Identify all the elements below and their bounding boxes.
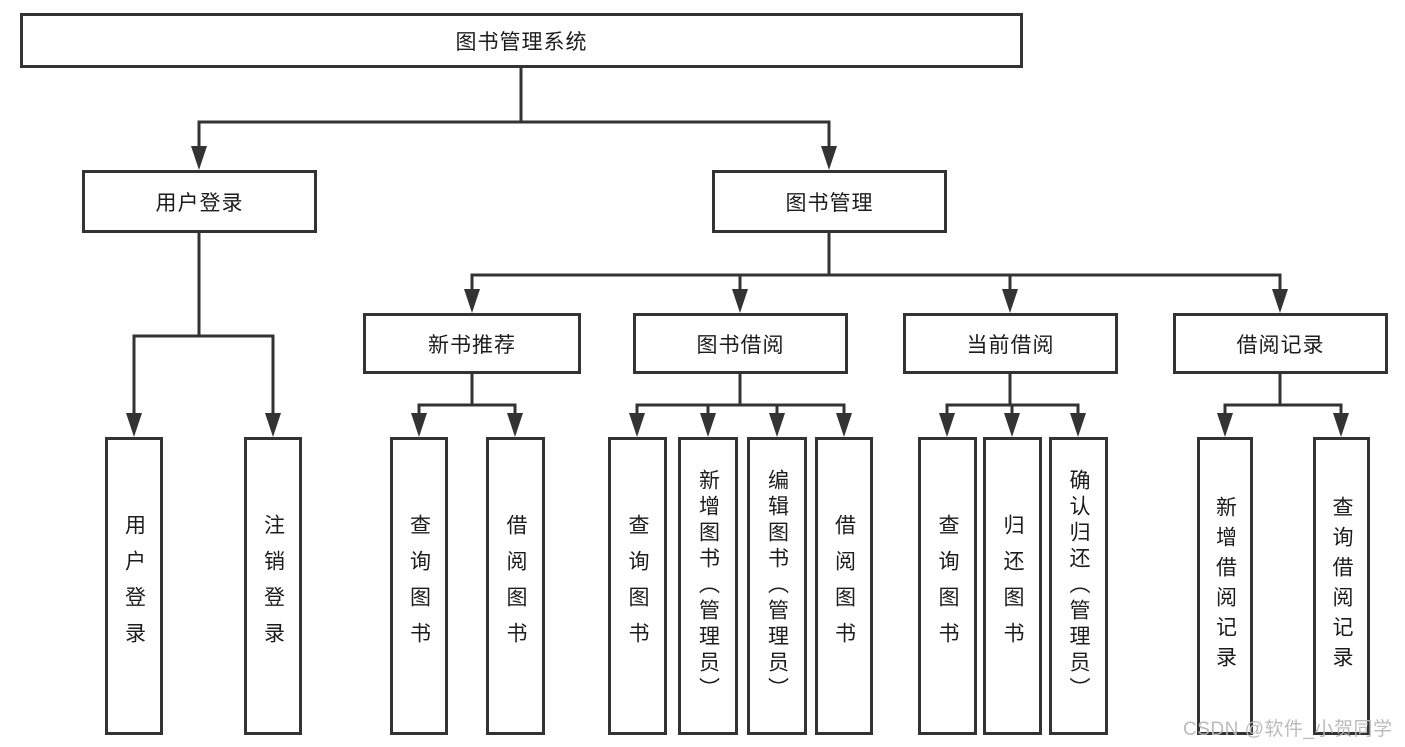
leaf-add-book-admin: 新增图书（管理员） <box>678 437 738 735</box>
leaf-query-book-borrow: 查询图书 <box>608 437 667 735</box>
node-book-management: 图书管理 <box>712 170 947 233</box>
arrowheads <box>126 146 1349 437</box>
wire-current-to-leaves <box>945 372 1080 419</box>
wire-root-to-level2 <box>197 66 831 152</box>
node-current-borrow: 当前借阅 <box>903 313 1118 374</box>
leaf-logout: 注销登录 <box>244 437 302 735</box>
node-borrow-records: 借阅记录 <box>1173 313 1388 374</box>
leaf-borrow-book: 借阅图书 <box>815 437 873 735</box>
leaf-add-borrow-record: 新增借阅记录 <box>1197 437 1253 735</box>
node-book-borrow: 图书借阅 <box>633 313 848 374</box>
node-root-library-system: 图书管理系统 <box>20 13 1023 68</box>
leaf-borrow-book-recommend: 借阅图书 <box>486 437 545 735</box>
wire-newbook-to-leaves <box>417 372 517 419</box>
leaf-query-borrow-record: 查询借阅记录 <box>1313 437 1370 735</box>
leaf-confirm-return-admin: 确认归还（管理员） <box>1049 437 1108 735</box>
csdn-watermark: CSDN @软件_小贺同学 <box>1183 719 1393 740</box>
wire-login-to-leaves <box>132 231 275 419</box>
wire-borrow-to-leaves <box>635 372 846 419</box>
leaf-edit-book-admin: 编辑图书（管理员） <box>747 437 807 735</box>
node-new-book-recommend: 新书推荐 <box>363 313 581 374</box>
wire-mgmt-to-level3 <box>470 231 1282 295</box>
leaf-query-book-current: 查询图书 <box>918 437 977 735</box>
leaf-user-login: 用户登录 <box>105 437 163 735</box>
node-user-login: 用户登录 <box>82 170 317 233</box>
leaf-query-book-recommend: 查询图书 <box>390 437 448 735</box>
leaf-return-book: 归还图书 <box>983 437 1042 735</box>
wire-records-to-leaves <box>1223 372 1343 419</box>
